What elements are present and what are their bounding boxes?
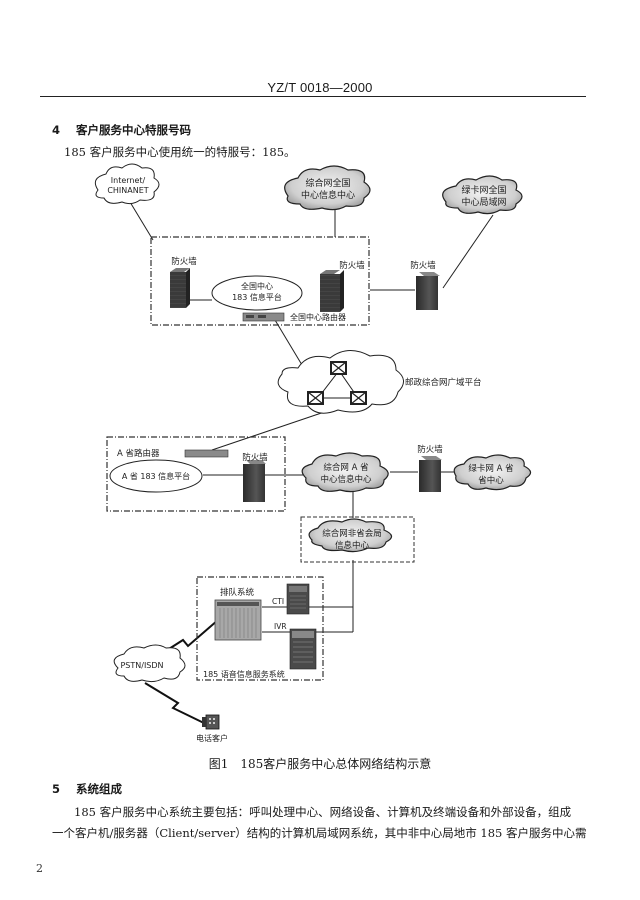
section-4-heading: 4 客户服务中心特服号码: [52, 122, 191, 138]
diagram-label: 中心信息中心: [320, 474, 372, 485]
connection-lines: [129, 201, 494, 633]
diagram-label: 信息中心: [335, 540, 370, 551]
diagram-label: 综合网非省会局: [322, 528, 382, 539]
diagram-label: 综合网 A 省: [323, 462, 369, 473]
diagram-label: 防火墙: [242, 452, 268, 463]
switch-icon-top: [330, 361, 347, 375]
section-5-title: 系统组成: [76, 782, 122, 796]
local-bureau-cloud: 综合网非省会局 信息中心: [308, 518, 393, 553]
national-info-center-cloud: 综合网全国 中心信息中心: [284, 165, 371, 211]
greencard-national-cloud: 绿卡网全国 中心局域网: [442, 175, 523, 215]
cti-server: [286, 583, 310, 615]
diagram-label: 防火墙: [171, 256, 197, 267]
diagram-label: 中心信息中心: [301, 189, 355, 201]
province-platform-ellipse: A 省 183 信息平台: [109, 459, 203, 493]
province-firewall-2: 防火墙: [417, 444, 443, 492]
national-center-box: [150, 236, 370, 326]
greencard-province-cloud: 绿卡网 A 省 省中心: [453, 454, 532, 491]
switch-icon-right: [350, 391, 367, 405]
pstn-cloud: PSTN/ISDN: [113, 644, 186, 683]
standard-code-header: YZ/T 0018—2000: [267, 80, 373, 95]
diagram-label: 排队系统: [220, 587, 255, 598]
local-bureau-box: [300, 516, 415, 563]
section-5-number: 5: [52, 782, 61, 796]
diagram-label: CHINANET: [107, 186, 148, 195]
wan-cloud: 邮政综合网广域平台: [277, 350, 482, 414]
link-internet-national: [129, 201, 154, 241]
internet-cloud: Internet/ CHINANET: [94, 163, 160, 205]
diagram-label: 防火墙: [410, 260, 436, 271]
diagram-label: PSTN/ISDN: [120, 661, 163, 670]
diagram-label: 综合网全国: [305, 177, 350, 189]
national-firewall-right: 防火墙: [320, 260, 365, 312]
phone-icon: [202, 714, 220, 730]
province-info-center-cloud: 综合网 A 省 中心信息中心: [301, 452, 389, 493]
section-4-title: 客户服务中心特服号码: [76, 123, 191, 137]
diagram-label: 绿卡网 A 省: [468, 463, 514, 474]
diagram-label: 防火墙: [417, 444, 443, 455]
section-5-heading: 5 系统组成: [52, 781, 122, 797]
national-router: 全国中心路由器: [242, 312, 346, 322]
province-box: [106, 436, 286, 512]
diagram-label: A 省路由器: [117, 448, 160, 459]
diagram-label: 中心局域网: [461, 196, 506, 208]
voice-system-box: [196, 576, 324, 681]
page-number: 2: [36, 862, 43, 875]
ivr-server: [289, 628, 317, 670]
diagram-label: 全国中心路由器: [290, 312, 346, 322]
link-greencard-firewall: [442, 214, 494, 289]
diagram-label: A 省 183 信息平台: [122, 471, 190, 481]
national-firewall-left: 防火墙: [170, 256, 197, 308]
diagram-label: 省中心: [478, 475, 504, 486]
network-diagram: Internet/ CHINANET 综合网全国 中心信息中心 绿卡网全国 中心…: [94, 163, 532, 743]
diagram-label: 邮政综合网广域平台: [405, 377, 482, 388]
link-router-wan: [274, 319, 303, 366]
national-platform-ellipse: 全国中心 183 信息平台: [211, 275, 303, 311]
province-firewall: 防火墙: [242, 452, 268, 502]
diagram-label: Internet/: [111, 176, 146, 185]
voice-system-label: 185 语音信息服务系统: [203, 669, 285, 679]
figure-caption: 图1 185客户服务中心总体网络结构示意: [208, 757, 432, 771]
phone-customer-label: 电话客户: [196, 733, 228, 743]
ivr-label: IVR: [274, 622, 287, 631]
section-5-body-line1: 185 客户服务中心系统主要包括：呼叫处理中心、网络设备、计算机及终端设备和外部…: [74, 805, 572, 819]
cti-label: CTI: [272, 597, 284, 606]
diagram-label: 防火墙: [339, 260, 365, 271]
section-4-body: 185 客户服务中心使用统一的特服号：185。: [64, 145, 296, 159]
section-5-body-line2: 一个客户机/服务器（Client/server）结构的计算机局域网系统，其中非中…: [52, 826, 587, 840]
province-router: A 省路由器: [117, 448, 229, 459]
queue-system: 排队系统: [214, 587, 262, 641]
diagram-label: 全国中心: [241, 281, 273, 291]
lightning-link-pstn-phone: [144, 682, 209, 726]
header-rule: [40, 96, 586, 97]
switch-icon-left: [307, 391, 324, 405]
outer-firewall: 防火墙: [410, 260, 440, 310]
section-4-number: 4: [52, 123, 61, 137]
diagram-label: 绿卡网全国: [461, 184, 506, 196]
diagram-label: 183 信息平台: [232, 292, 282, 302]
